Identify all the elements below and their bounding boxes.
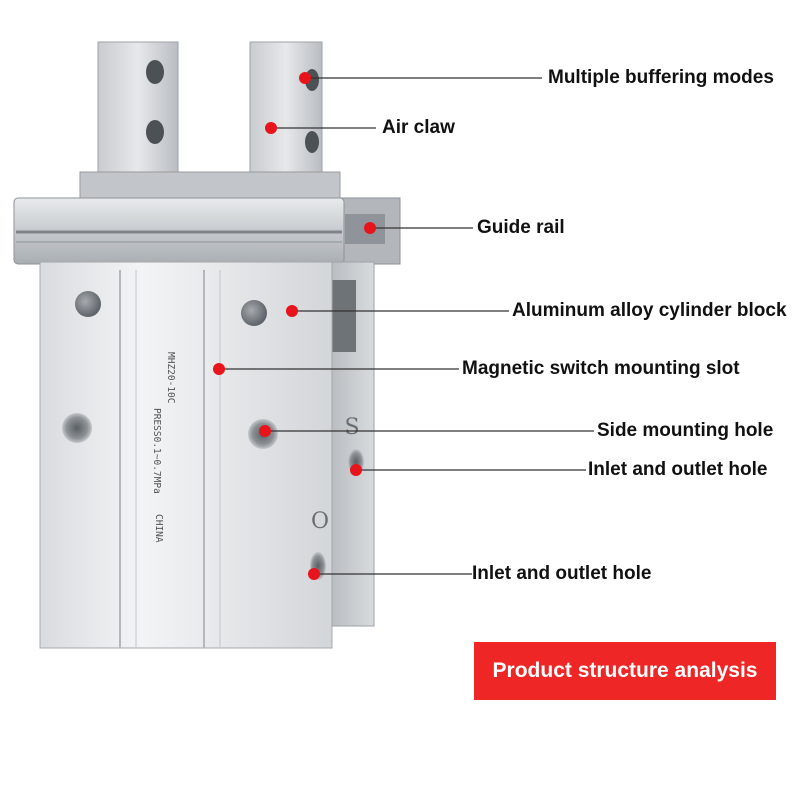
right-finger xyxy=(249,41,323,185)
port-s-label: S xyxy=(344,415,359,440)
callout-switch-slot: Magnetic switch mounting slot xyxy=(462,358,740,379)
left-finger xyxy=(97,41,179,185)
callout-side-hole: Side mounting hole xyxy=(597,420,774,441)
leader-lines xyxy=(219,77,594,575)
port-o-label: O xyxy=(311,509,329,534)
stamp-model: MHZ20-10C xyxy=(165,352,176,403)
callout-guide-rail: Guide rail xyxy=(477,217,565,238)
structure-analysis-banner: Product structure analysis xyxy=(474,642,776,700)
stamp-pressure: PRESS0.1~0.7MPa xyxy=(151,408,162,494)
stamp-origin: CHINA xyxy=(153,514,164,543)
callout-cylinder-block: Aluminum alloy cylinder block xyxy=(512,300,787,321)
callout-inlet-outlet-2: Inlet and outlet hole xyxy=(472,563,652,584)
callout-air-claw: Air claw xyxy=(382,117,455,138)
finger-base xyxy=(79,171,341,203)
cylinder-body xyxy=(39,261,333,649)
guide-rail-bar xyxy=(13,197,345,265)
callout-buffering-modes: Multiple buffering modes xyxy=(548,67,774,88)
callout-inlet-outlet-1: Inlet and outlet hole xyxy=(588,459,768,480)
product-stamp: MHZ20-10C PRESS0.1~0.7MPa CHINA xyxy=(151,352,176,543)
callout-dots xyxy=(213,72,376,580)
